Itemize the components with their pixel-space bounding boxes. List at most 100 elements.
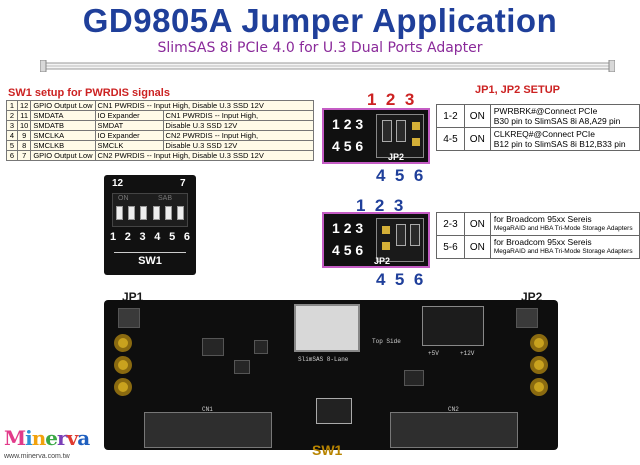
- dip-on-label: ON: [118, 195, 129, 202]
- board-photo: SlimSAS 8-Lane Top Side +5V +12V CN1 CN2: [104, 300, 558, 450]
- top-side-label: Top Side: [372, 338, 401, 345]
- jp-desc-line1: CLKREQ#@Connect PCIe: [493, 129, 595, 139]
- jp-pin-pair: 4-5: [436, 127, 465, 151]
- jp-state: ON: [463, 212, 491, 236]
- jp-img1-top-3: 3: [404, 90, 415, 109]
- sw1-cell-a: 2: [6, 110, 18, 121]
- jumper-cap: [396, 120, 406, 142]
- mount-hole: [530, 378, 548, 396]
- dip-top-right-number: 7: [180, 178, 186, 189]
- ic-chip: [404, 370, 424, 386]
- sw1-cell-a: 5: [6, 140, 18, 151]
- sw1-cell-control: IO Expander: [94, 130, 164, 141]
- sw1-cell-control: IO Expander: [94, 110, 164, 121]
- slimsas-connector: [294, 304, 360, 352]
- cn2-connector: [390, 412, 518, 448]
- jumper-pin: [382, 242, 390, 250]
- ic-chip: [254, 340, 268, 354]
- jp2-header: [516, 308, 538, 328]
- logo-letter: M: [4, 426, 26, 450]
- cn1-label: CN1: [202, 406, 213, 413]
- mount-hole: [530, 334, 548, 352]
- dip-toggle: [164, 206, 172, 220]
- jp-img1-top-2: 2: [385, 90, 396, 109]
- sw1-cell-a: 4: [6, 130, 18, 141]
- mount-hole: [114, 378, 132, 396]
- decorative-rail: [40, 60, 615, 72]
- jumper-pin: [382, 226, 390, 234]
- dip-bottom-number: 1: [110, 231, 117, 243]
- sw1-cell-desc: Disable U.3 SSD 12V: [162, 140, 314, 151]
- dip-sw1-label: SW1: [138, 255, 162, 267]
- jp-pin-pair: 1-2: [436, 104, 465, 128]
- cn2-label: CN2: [448, 406, 459, 413]
- jp-img2-top-numbers: 1 2 3: [356, 196, 404, 215]
- cn1-connector: [144, 412, 272, 448]
- dip-bottom-number: 5: [169, 231, 176, 243]
- jp-desc-line2: MegaRAID and HBA Tri-Mode Storage Adapte…: [493, 248, 633, 255]
- jp-desc-line2: MegaRAID and HBA Tri-Mode Storage Adapte…: [493, 225, 633, 232]
- sw1-cell-signal: SMCLKB: [30, 140, 96, 151]
- sw1-cell-signal: GPIO Output Low: [30, 100, 96, 111]
- logo-letter: n: [31, 426, 47, 450]
- sw1-cell-control: SMCLK: [94, 140, 164, 151]
- sw1-setup-title: SW1 setup for PWRDIS signals: [8, 87, 170, 99]
- jp-img1-bottom-numbers: 4 5 6: [376, 166, 424, 185]
- jp-img1-row1: 1 2 3: [332, 116, 364, 132]
- jumper-cap: [410, 224, 420, 246]
- dip-bottom-number: 2: [124, 231, 131, 243]
- jp-desc-line1: for Broadcom 95xx Sereis: [493, 237, 592, 247]
- page-title: GD9805A Jumper Application: [82, 2, 558, 39]
- sw1-cell-control: CN2 PWRDIS -- Input High, Disable U.3 SS…: [94, 150, 314, 161]
- jp-pin-pair: 2-3: [436, 212, 465, 236]
- logo-url: www.minerva.com.tw: [4, 453, 70, 460]
- mount-hole: [114, 356, 132, 374]
- jumper-pin: [412, 122, 420, 130]
- mount-hole: [530, 356, 548, 374]
- jumper-cap: [382, 120, 392, 142]
- sw1-cell-signal: SMCLKA: [30, 130, 96, 141]
- mount-hole: [114, 334, 132, 352]
- dip-bottom-number: 3: [139, 231, 146, 243]
- power-connector: [422, 306, 484, 346]
- sw1-cell-a: 1: [6, 100, 18, 111]
- jp-desc-line1: PWRBRK#@Connect PCIe: [493, 106, 598, 116]
- jp-state: ON: [463, 127, 491, 151]
- jumper-cap: [396, 224, 406, 246]
- dip-top-left-number: 12: [112, 178, 124, 189]
- sw1-cell-b: 12: [16, 100, 32, 111]
- logo-letter: a: [77, 426, 90, 450]
- sw1-cell-desc: Disable U.3 SSD 12V: [162, 120, 314, 131]
- jp-img1-top-1: 1: [367, 90, 377, 109]
- page-subtitle: SlimSAS 8i PCIe 4.0 for U.3 Dual Ports A…: [157, 40, 483, 56]
- dip-toggle: [116, 206, 123, 220]
- jp-img1-top-numbers: 1 2 3: [367, 90, 414, 110]
- jumper-pin: [412, 138, 420, 146]
- jp-img2-bottom-numbers: 4 5 6: [376, 270, 424, 289]
- sw1-cell-signal: SMDATA: [30, 110, 96, 121]
- jp-state: ON: [463, 235, 491, 259]
- jp-desc-line2: B30 pin to SlimSAS 8i A8,A29 pin: [493, 116, 621, 126]
- dip-bottom-number: 4: [154, 231, 161, 243]
- jp-img1-label: JP2: [388, 152, 405, 162]
- board-sw1: [316, 398, 352, 424]
- v5-label: +5V: [428, 350, 439, 357]
- jp-img2-label: JP2: [374, 256, 391, 266]
- board-sw1-label: SW1: [312, 442, 343, 458]
- jp1-header: [118, 308, 140, 328]
- sw1-cell-control: CN1 PWRDIS -- Input High, Disable U.3 SS…: [94, 100, 314, 111]
- jp-desc-line1: for Broadcom 95xx Sereis: [493, 214, 592, 224]
- sw1-cell-control: SMDAT: [94, 120, 164, 131]
- jp-state: ON: [463, 104, 491, 128]
- jp-img2-row1: 1 2 3: [332, 220, 364, 236]
- dip-toggle: [152, 206, 160, 220]
